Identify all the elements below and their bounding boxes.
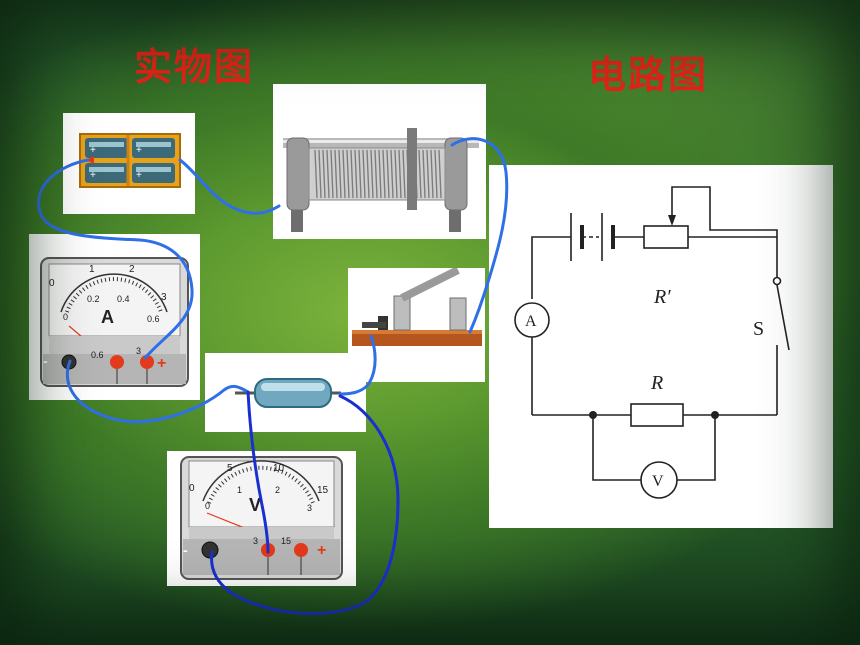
voltmeter-tick-top-0: 0 — [189, 483, 195, 494]
rheostat-label: R′ — [653, 286, 671, 308]
ammeter-terminal-3: 3 — [136, 346, 141, 356]
coil-winding — [322, 149, 326, 199]
voltmeter-unit: V — [249, 495, 261, 515]
coil-winding — [418, 149, 422, 199]
voltmeter-tick-top-2: 10 — [273, 463, 285, 474]
ammeter-tick-bottom-1: 0.2 — [87, 294, 100, 304]
battery-pack-image: + + + + — [63, 113, 195, 214]
coil-winding — [346, 149, 350, 199]
voltmeter-terminal-3: 3 — [253, 536, 258, 546]
ammeter-terminal-0-6: 0.6 — [91, 350, 104, 360]
coil-winding — [422, 149, 426, 199]
coil-winding — [374, 149, 378, 199]
svg-text:+: + — [136, 170, 142, 181]
switch-image — [348, 268, 485, 382]
coil-winding — [354, 149, 358, 199]
svg-text:+: + — [90, 170, 96, 181]
switch-label: S — [753, 318, 764, 340]
ammeter-tick-bottom-2: 0.4 — [117, 294, 130, 304]
coil-winding — [366, 149, 370, 199]
coil-winding — [362, 149, 366, 199]
voltmeter-tick-top-3: 15 — [317, 485, 329, 496]
voltmeter-tick-bottom-3: 3 — [307, 503, 312, 513]
coil-winding — [334, 149, 338, 199]
coil-winding — [394, 149, 398, 199]
coil-winding — [330, 149, 334, 199]
coil-winding — [402, 149, 406, 199]
voltmeter-tick-bottom-0: 0 — [205, 501, 210, 511]
voltmeter-tick-top-1: 5 — [227, 463, 233, 474]
resistor-label: R — [650, 372, 663, 394]
circuit-diagram-panel: A V R′ R S — [489, 165, 833, 528]
voltmeter-terminal-plus: + — [317, 542, 326, 559]
ammeter-tick-top-2: 2 — [129, 264, 135, 275]
resistor-image — [205, 353, 366, 432]
ammeter-tick-top-0: 0 — [49, 278, 55, 289]
ammeter-tick-bottom-3: 0.6 — [147, 314, 160, 324]
coil-winding — [398, 149, 402, 199]
ammeter-image: 0 1 2 3 0 0.2 0.4 0.6 A - 0.6 3 + — [29, 234, 200, 400]
coil-winding — [326, 149, 330, 199]
coil-winding — [382, 149, 386, 199]
coil-winding — [390, 149, 394, 199]
ammeter-tick-top-1: 1 — [89, 264, 95, 275]
ammeter-tick-top-3: 3 — [161, 292, 167, 303]
ammeter-terminal-minus: - — [43, 353, 48, 369]
rheostat-image — [273, 84, 486, 239]
coil-winding — [370, 149, 374, 199]
voltmeter-tick-bottom-2: 2 — [275, 485, 280, 495]
svg-text:+: + — [136, 145, 142, 156]
ammeter-tick-bottom-0: 0 — [63, 312, 68, 322]
coil-winding — [342, 149, 346, 199]
coil-winding — [338, 149, 342, 199]
ammeter-unit: A — [101, 307, 114, 327]
voltmeter-image: 0 5 10 15 0 1 2 3 V - 3 15 + — [167, 451, 356, 586]
circuit-diagram-title: 电路图 — [588, 52, 709, 97]
coil-winding — [358, 149, 362, 199]
ammeter-terminal-plus: + — [157, 355, 166, 372]
coil-winding — [378, 149, 382, 199]
voltmeter-terminal-15: 15 — [281, 536, 291, 546]
coil-winding — [350, 149, 354, 199]
coil-winding — [438, 149, 442, 199]
coil-winding — [386, 149, 390, 199]
coil-winding — [430, 149, 434, 199]
svg-text:+: + — [90, 145, 96, 156]
voltmeter-tick-bottom-1: 1 — [237, 485, 242, 495]
physical-diagram-title: 实物图 — [134, 44, 255, 89]
coil-winding — [434, 149, 438, 199]
circuit-ammeter-symbol: A — [525, 313, 537, 330]
coil-winding — [314, 149, 318, 199]
circuit-voltmeter-symbol: V — [652, 473, 664, 490]
coil-winding — [318, 149, 322, 199]
coil-winding — [426, 149, 430, 199]
voltmeter-terminal-minus: - — [183, 542, 188, 558]
